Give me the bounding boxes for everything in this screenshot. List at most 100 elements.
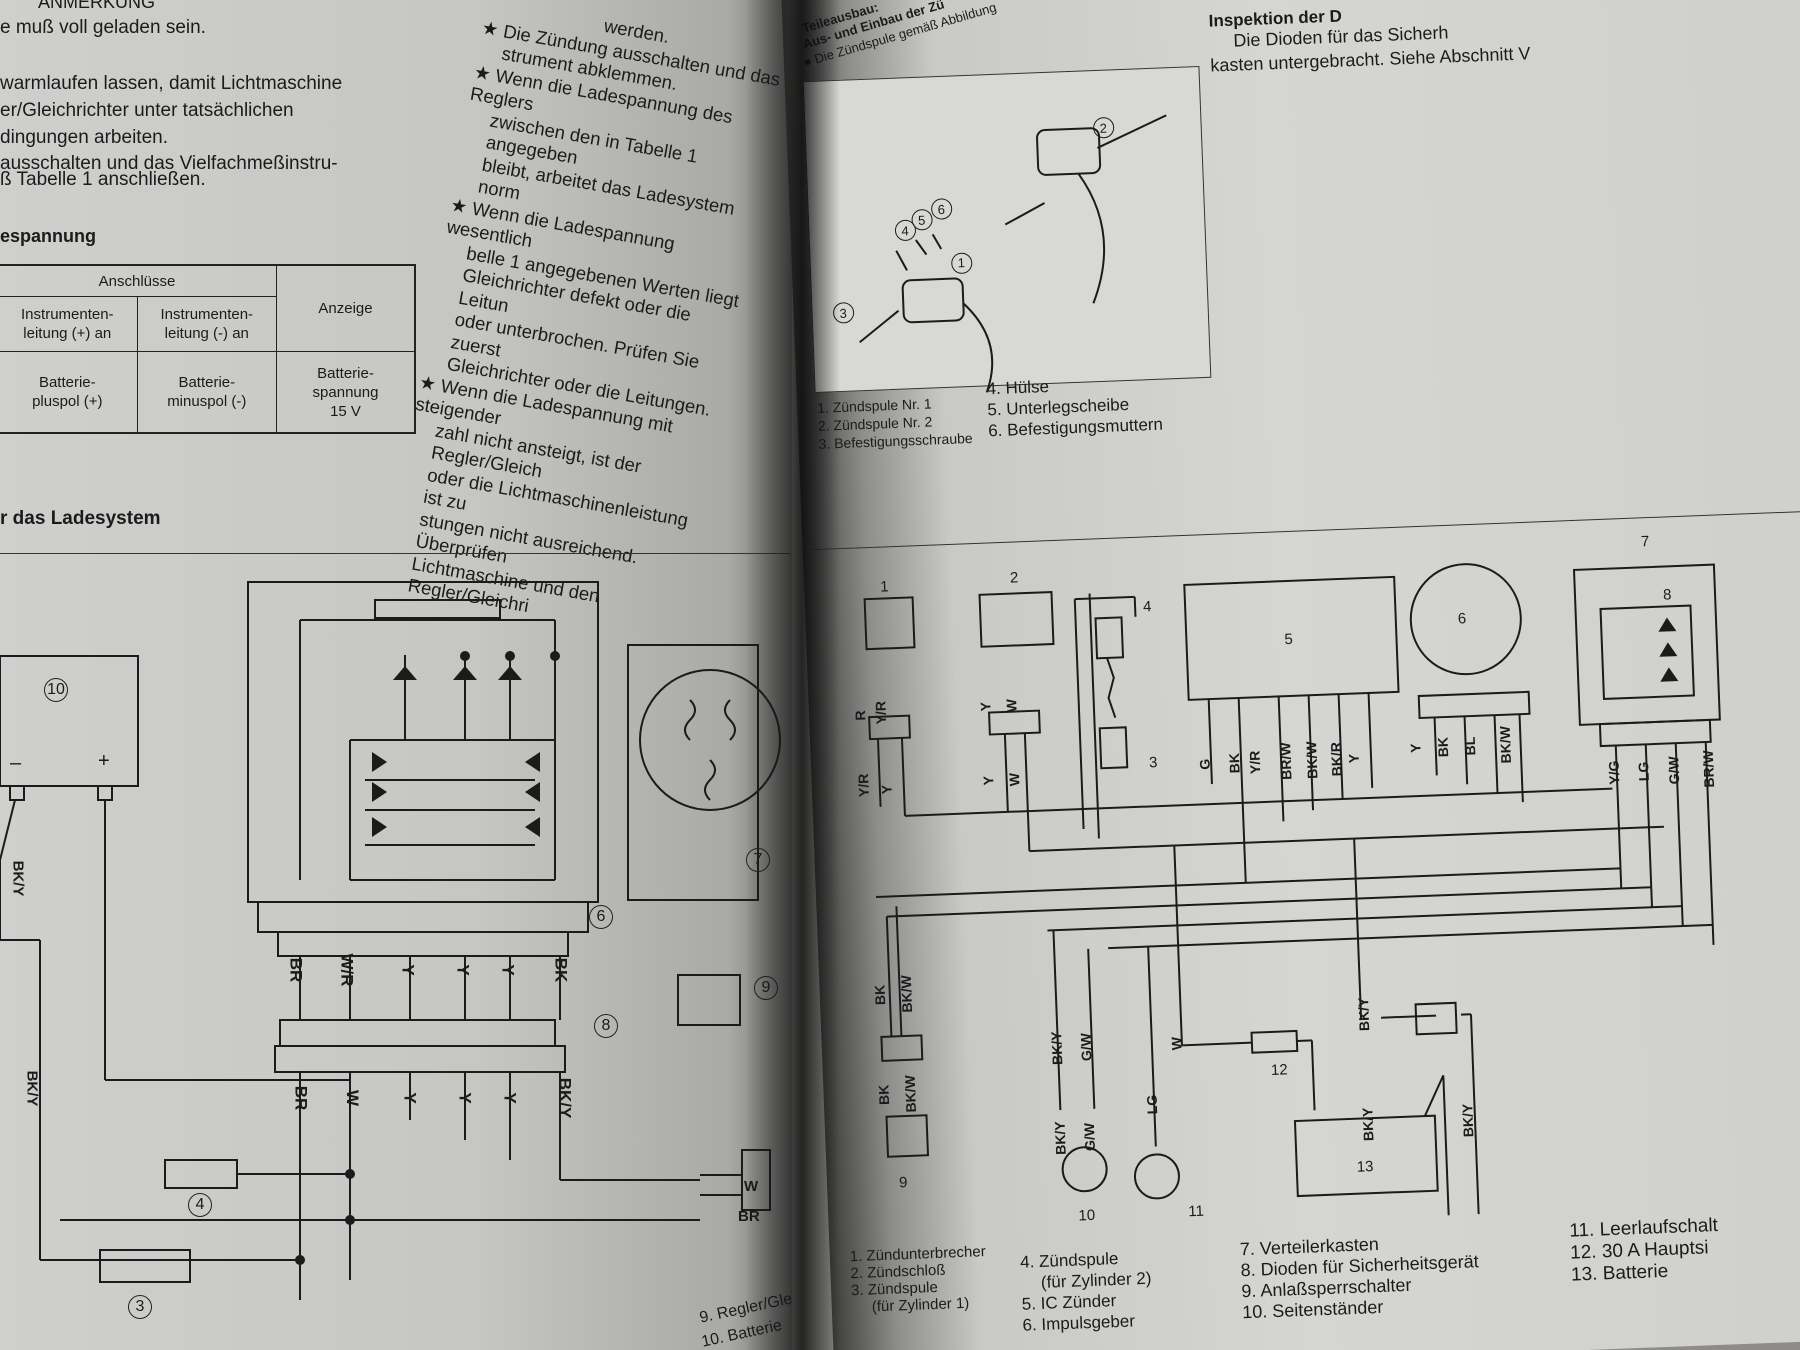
charging-system-diagram [0,581,781,1300]
caption-line: 13. Batterie [1570,1260,1669,1286]
wire-label: BK/W [901,1074,919,1113]
wire-label: LG [1635,761,1652,782]
wire-label: Y [1407,743,1424,754]
wire-label: LG [1143,1094,1161,1115]
wire-label: BK/Y [1051,1121,1069,1156]
body-line: warmlaufen lassen, damit Lichtmaschine [0,73,343,94]
battery-plus-label: + [98,750,110,772]
wire-label: BK/W [1496,725,1515,764]
wire-label: W/R [337,953,357,987]
callout-10: 10 [44,678,68,702]
body-line: ausschalten und das Vielfachmeßinstru- [0,153,338,174]
wiring-callout: 7 [1640,533,1650,551]
coil-callout-6: 6 [937,201,946,218]
table-cell: Batterie- spannung 15 V [276,351,416,434]
callout-3: 3 [128,1295,152,1319]
wire-label: BK/W [1303,741,1321,780]
callout-8: 8 [594,1014,618,1038]
coil-callout-5: 5 [917,212,926,228]
wire-label: Y [977,701,994,712]
wiring-callout: 6 [1457,610,1467,628]
wire-label: R [851,710,869,721]
wiring-callout: 4 [1142,598,1152,616]
table-col2-header: Instrumenten- leitung (-) an [136,296,278,352]
wire-label: BK [1434,736,1452,758]
wire-label: BK/Y [1359,1107,1377,1142]
wiring-callout: 2 [1009,569,1019,587]
table-cell: Batterie- minuspol (-) [136,351,278,434]
body-line: dingungen arbeiten. [0,127,168,148]
coil-callout-4: 4 [901,223,910,239]
wire-label: Y [398,964,418,976]
wire-label: Y [453,964,473,976]
wire-label: BK [1225,752,1243,774]
note-heading: ANMERKUNG [38,0,156,12]
wire-label: Y [878,784,895,795]
captions-col1: 1. Zündunterbrecher 2. Zündschloß 3. Zün… [850,1243,988,1316]
wire-label: BK/Y [1354,997,1373,1032]
coil-callout-1: 1 [957,255,966,271]
book-gutter-shadow [745,0,840,1350]
wiring-callout: 8 [1662,586,1672,604]
wire-label: W [343,1089,363,1107]
captions-col4: 11. Leerlaufschalt 12. 30 A Hauptsi 13. … [1569,1215,1720,1287]
caption-line: 6. Impulsgeber [1022,1311,1136,1335]
right-page: Teileausbau: Aus- und Einbau der Zü ● Di… [780,0,1800,1350]
wire-label: Y [980,775,997,786]
wiring-callout: 12 [1270,1061,1288,1079]
rule-line [0,553,790,554]
wire-label: G [1196,758,1213,771]
side-label: BK/Y [23,1070,41,1107]
middle-column-text: werden. ★ Die Zündung ausschalten und da… [383,0,788,645]
wire-label: BK/R [1327,741,1345,777]
wire-label: Y [400,1092,420,1104]
wire-label: G/W [1077,1032,1095,1062]
wire-label: Y/G [1605,760,1623,785]
callout-6: 6 [589,905,613,929]
table-col1-header: Instrumenten- leitung (+) an [0,296,138,352]
wire-label: G/W [1080,1122,1098,1152]
wire-label: W [1003,698,1020,713]
left-page: ANMERKUNG e muß voll geladen sein. warml… [0,0,792,1350]
wire-label: Y/R [1246,750,1264,775]
wire-label: Y [455,1092,475,1104]
wire-label: Y [1345,753,1362,764]
wire-label: BK [871,984,889,1006]
wire-label: Y [500,1092,520,1104]
wire-label: BK/W [897,974,916,1013]
captions-col2: 4. Zündspule (für Zylinder 2) 5. IC Zünd… [1020,1247,1154,1336]
measurement-table: Anschlüsse Anzeige Instrumenten- leitung… [0,264,416,434]
wiring-callout: 9 [898,1174,908,1192]
wire-label: BL [1461,736,1479,756]
wiring-callout: 1 [879,578,889,596]
ignition-wiring-diagram [863,563,1721,1216]
wire-label: BK/Y [555,1077,575,1119]
wire-label: BK/Y [1048,1031,1066,1066]
coil-captions-right: 4. Hülse 5. Unterlegscheibe 6. Befestigu… [986,372,1163,442]
wiring-callout: 11 [1188,1202,1205,1221]
wire-label: W [1005,772,1023,787]
wire-label: BK/Y [1459,1103,1477,1138]
side-label: BK/Y [9,860,27,897]
coil-callout-2: 2 [1099,120,1108,136]
table-cell: Batterie- pluspol (+) [0,351,138,434]
wire-label: Y/R [872,700,890,725]
body-line: er/Gleichrichter unter tatsächlichen [0,100,294,121]
callout-4: 4 [188,1193,212,1217]
wire-label: BR/W [1277,742,1295,781]
battery-minus-label: – [10,752,22,774]
wire-label: BR/W [1699,749,1718,788]
table-display-header: Anzeige [276,264,416,352]
wire-label: Y [498,964,518,976]
coil-callout-3: 3 [839,305,848,321]
wiring-callout: 10 [1078,1206,1096,1225]
body-line: e muß voll geladen sein. [0,17,206,38]
captions-col3: 7. Verteilerkasten 8. Dioden für Sicherh… [1239,1230,1480,1323]
coil-captions-left: 1. Zündspule Nr. 1 2. Zündspule Nr. 2 3.… [817,393,973,453]
wire-label: W [1168,1036,1185,1051]
wiring-callout: 5 [1284,630,1294,649]
wire-label: Y/R [854,773,872,798]
wiring-callout: 3 [1148,754,1158,772]
wire-label: BR [291,1085,311,1111]
